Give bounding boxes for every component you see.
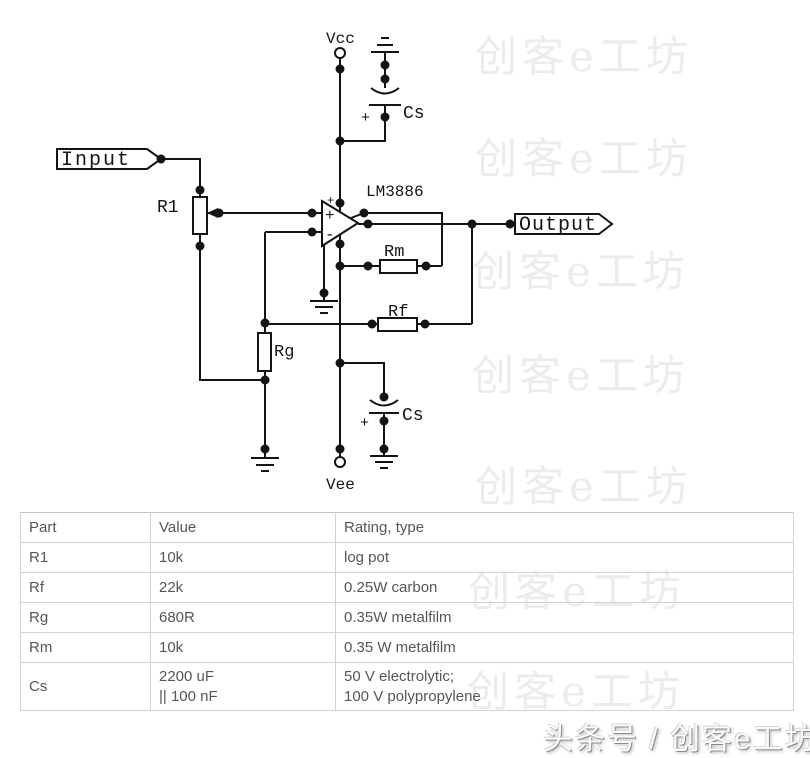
- input-flag: [56, 148, 163, 170]
- cell-part: R1: [20, 542, 151, 573]
- opamp-minus-input-mark: -: [325, 226, 335, 244]
- header-value: Value: [150, 512, 336, 543]
- cs-top-label: Cs: [403, 104, 425, 124]
- cell-value: 10k: [150, 632, 336, 663]
- watermark-1: 创客e工坊: [475, 32, 693, 81]
- header-part: Part: [20, 512, 151, 543]
- watermark-4: 创客e工坊: [472, 351, 690, 400]
- cell-rating: 0.25W carbon: [335, 572, 794, 603]
- cs-top-polarity-mark: +: [361, 110, 370, 127]
- output-label: Output: [519, 214, 597, 237]
- junction-dots: [156, 60, 515, 454]
- cell-part: Rf: [20, 572, 151, 603]
- opamp-triangle: [321, 199, 360, 248]
- ic-label: LM3886: [366, 183, 424, 201]
- table-row: Rg 680R 0.35W metalfilm: [20, 602, 794, 633]
- ground-rg: [251, 457, 279, 472]
- rg-resistor-body: [257, 332, 272, 372]
- ground-cs-bottom: [370, 455, 398, 469]
- r1-wiper-arrow: [207, 208, 218, 218]
- parts-table-header-row: Part Value Rating, type: [20, 512, 794, 543]
- table-row: Rm 10k 0.35 W metalfilm: [20, 632, 794, 663]
- cell-rating: 50 V electrolytic; 100 V polypropylene: [335, 662, 794, 711]
- r1-label: R1: [157, 198, 179, 218]
- table-row: R1 10k log pot: [20, 542, 794, 573]
- watermark-3: 创客e工坊: [472, 247, 690, 296]
- cell-rating: log pot: [335, 542, 794, 573]
- cs-bottom-polarity-mark: +: [360, 415, 369, 432]
- lm3886-amplifier-schematic: Vcc Vee Input Output LM3886 R1 Rm Rf Rg …: [56, 30, 614, 494]
- wires: [161, 52, 515, 458]
- rm-label: Rm: [384, 243, 404, 262]
- vee-label: Vee: [326, 476, 355, 494]
- rf-resistor-body: [377, 317, 418, 332]
- cell-rating: 0.35W metalfilm: [335, 602, 794, 633]
- opamp-plus-input-mark: +: [325, 207, 335, 225]
- cell-value: 22k: [150, 572, 336, 603]
- cell-value: 10k: [150, 542, 336, 573]
- vcc-terminal: [334, 47, 346, 59]
- input-label: Input: [61, 149, 131, 172]
- cell-rating: 0.35 W metalfilm: [335, 632, 794, 663]
- rm-resistor-body: [379, 259, 418, 274]
- cell-value: 680R: [150, 602, 336, 633]
- cell-value: 2200 uF || 100 nF: [150, 662, 336, 711]
- table-row: Cs 2200 uF || 100 nF 50 V electrolytic; …: [20, 662, 794, 711]
- cell-part: Cs: [20, 662, 151, 711]
- cell-rating-line-2: 100 V polypropylene: [344, 687, 481, 705]
- r1-potentiometer-body: [192, 196, 208, 235]
- parts-table: Part Value Rating, type R1 10k log pot R…: [20, 512, 794, 711]
- ground-symbols: [251, 37, 399, 472]
- output-flag: [514, 213, 614, 235]
- vee-terminal: [334, 456, 346, 468]
- vcc-label: Vcc: [326, 30, 355, 48]
- cell-part: Rm: [20, 632, 151, 663]
- ground-opamp: [310, 300, 338, 314]
- cell-value-line-1: 2200 uF: [159, 667, 215, 685]
- rf-label: Rf: [388, 303, 408, 322]
- cell-rating-line-1: 50 V electrolytic;: [344, 667, 455, 685]
- watermark-2: 创客e工坊: [475, 134, 693, 183]
- footer-branding: 头条号 / 创客e工坊: [543, 723, 810, 756]
- watermark-5: 创客e工坊: [475, 462, 693, 511]
- opamp-power-plus-mark: +: [327, 194, 334, 208]
- cs-bottom-label: Cs: [402, 406, 424, 426]
- ground-top-inverted: [371, 37, 399, 53]
- header-rating: Rating, type: [335, 512, 794, 543]
- cell-value-line-2: || 100 nF: [159, 687, 218, 705]
- cell-part: Rg: [20, 602, 151, 633]
- table-row: Rf 22k 0.25W carbon: [20, 572, 794, 603]
- rg-label: Rg: [274, 343, 294, 362]
